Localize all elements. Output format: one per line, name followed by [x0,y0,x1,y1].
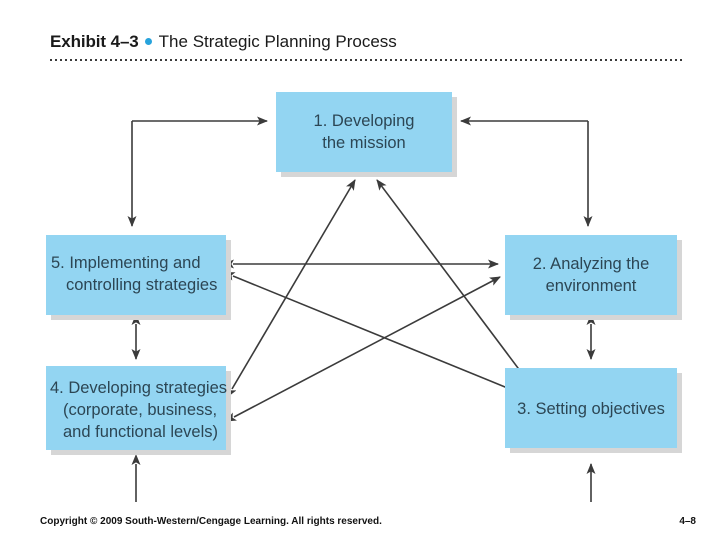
slide-footer: Copyright © 2009 South-Western/Cengage L… [0,502,728,546]
connector-layer [127,116,596,502]
box-label-step-4-line-2: (corporate, business, [63,401,217,419]
process-box-step-1[interactable]: 1. Developing the mission [276,92,457,177]
box-fill-step-5 [46,235,226,315]
connector-step4-step2-diagonal [225,276,501,422]
box-label-step-1-line-1: 1. Developing [314,112,415,130]
process-box-step-4[interactable]: 4. Developing strategies (corporate, bus… [46,366,231,455]
page-number: 4–8 [679,516,696,527]
box-label-step-4-line-3: and functional levels) [63,423,218,441]
box-fill-step-4 [46,366,226,450]
slide-header: Exhibit 4–3 The Strategic Planning Proces… [50,30,690,68]
process-box-step-3[interactable]: 3. Setting objectives [505,368,682,453]
bullet-dot-icon [144,38,152,46]
box-fill-step-2 [505,235,677,315]
box-fill-step-1 [276,92,452,172]
exhibit-label: Exhibit 4–3 [50,32,139,51]
box-label-step-3-line-1: 3. Setting objectives [517,400,665,418]
header-divider [50,59,683,61]
connector-bottom-loop-step3-to-step4 [131,454,596,502]
process-box-step-2[interactable]: 2. Analyzing the environment [505,235,682,320]
box-label-step-5-line-1: 5. Implementing and [51,254,201,272]
page-title-text: The Strategic Planning Process [158,32,397,51]
box-label-step-2-line-1: 2. Analyzing the [533,255,650,273]
box-label-step-5-line-2: controlling strategies [66,276,217,294]
connector-step4-step1-diagonal [226,179,356,398]
box-fill-step-3 [505,368,677,448]
box-label-step-2-line-2: environment [546,277,637,295]
process-box-step-5[interactable]: 5. Implementing and controlling strategi… [46,235,231,320]
copyright-text: Copyright © 2009 South-Western/Cengage L… [40,516,382,527]
box-label-step-4-line-1: 4. Developing strategies [50,379,227,397]
page-title: Exhibit 4–3 The Strategic Planning Proces… [50,30,690,54]
strategic-planning-process-diagram: 1. Developing the mission 2. Analyzing t… [0,74,728,502]
box-label-step-1-line-2: the mission [322,134,405,152]
